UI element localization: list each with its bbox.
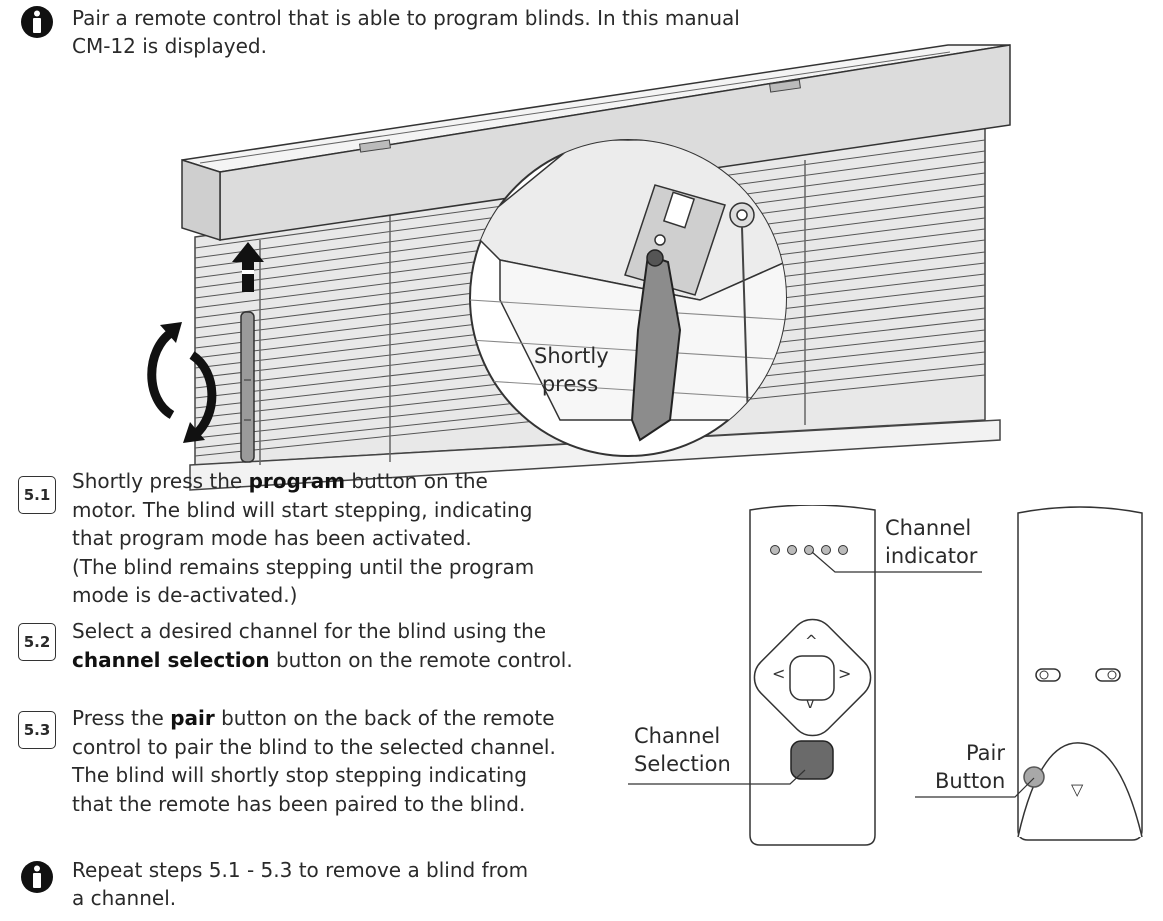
info-icon [21, 6, 53, 38]
remote-up-glyph: ^ [805, 632, 818, 650]
remote-right-glyph: > [838, 664, 852, 683]
pair-keyword: pair [170, 706, 215, 730]
remote-back-down-glyph: ▽ [1071, 780, 1084, 799]
step-badge-5-2: 5.2 [18, 623, 56, 661]
remote-back [1017, 506, 1143, 841]
zoom-label: Shortly press [534, 344, 609, 396]
control-wand [240, 311, 255, 463]
pair-button [1023, 766, 1045, 788]
step-text-5-3: Press the pair button on the back of the… [72, 706, 556, 816]
remote-down-glyph: v [806, 696, 815, 712]
program-keyword: program [248, 469, 346, 493]
zoom-inset [469, 139, 787, 457]
arrow-up-icon [232, 242, 264, 292]
step-badge-5-1: 5.1 [18, 476, 56, 514]
channel-selection-label: Channel Selection [634, 724, 731, 776]
intro-note: Pair a remote control that is able to pr… [72, 6, 740, 58]
channel-indicator-label: Channel indicator [885, 516, 978, 568]
remote-front [749, 505, 876, 846]
remote-left-glyph: < [772, 664, 786, 683]
rotate-icon [147, 328, 217, 439]
channel-selection-keyword: channel selection [72, 647, 270, 672]
step-badge-5-3: 5.3 [18, 711, 56, 749]
footer-note: Repeat steps 5.1 - 5.3 to remove a blind… [72, 858, 529, 910]
channel-selection-button [790, 740, 834, 780]
step-text-5-1: Shortly press the program button on the … [72, 469, 535, 607]
pair-button-label: Pair Button [935, 741, 1006, 793]
step-text-5-2: Select a desired channel for the blind u… [72, 619, 573, 672]
info-icon [21, 861, 53, 893]
